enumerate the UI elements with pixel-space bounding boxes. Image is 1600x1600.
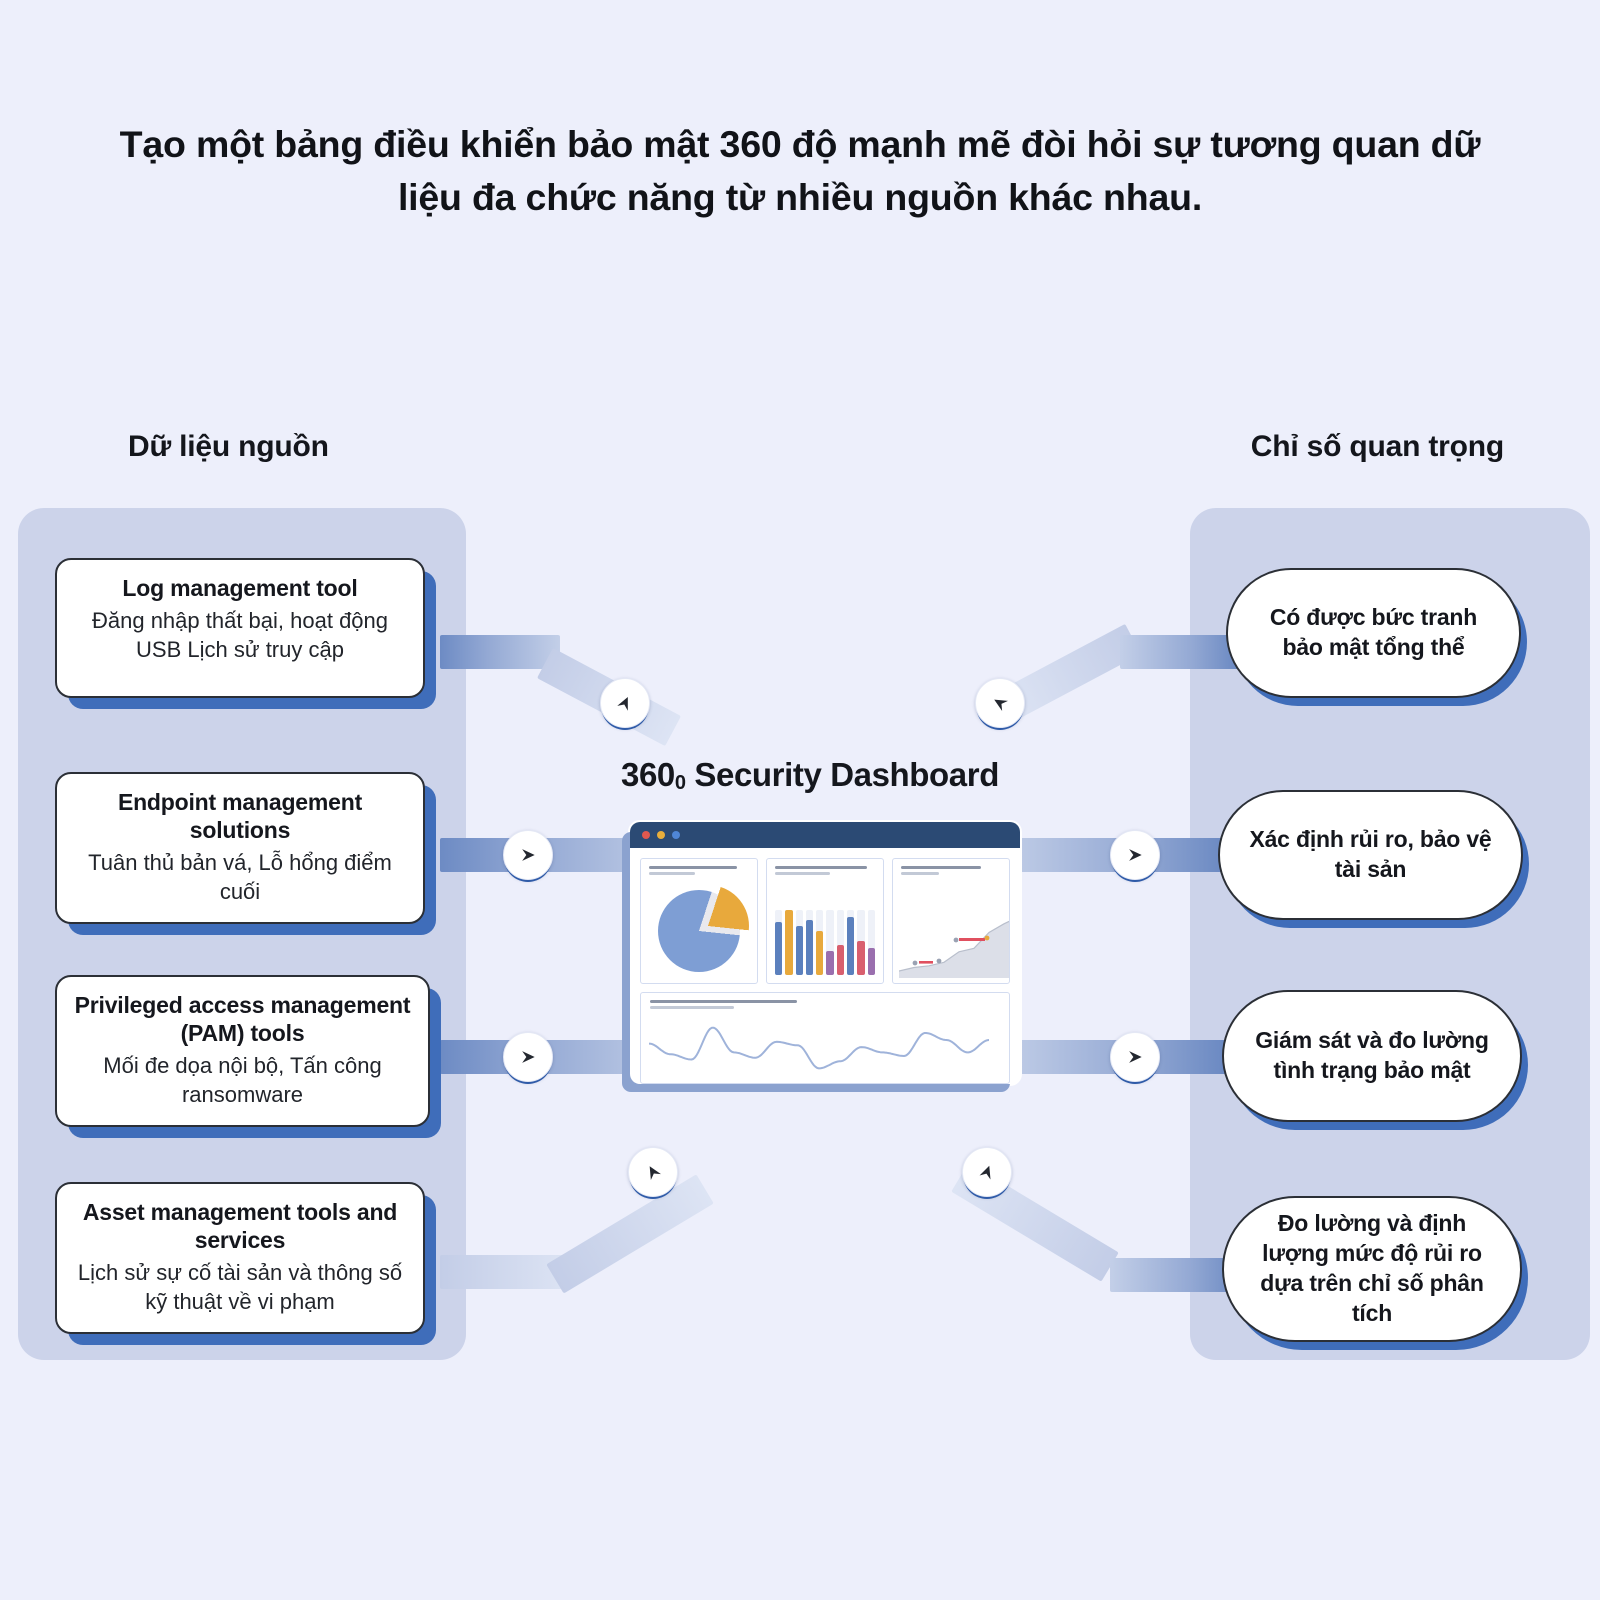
arrow-up-icon (977, 1162, 997, 1182)
page-title: Tạo một bảng điều khiển bảo mật 360 độ m… (119, 123, 1481, 219)
arrow-up-left-icon (990, 693, 1010, 713)
pie-chart (658, 884, 749, 972)
metric-card-overall-picture[interactable]: Có được bức tranh bảo mật tổng thể (1226, 568, 1521, 698)
bar-column (847, 901, 855, 975)
bar-column (805, 901, 814, 975)
source-card-title: Endpoint management solutions (117, 789, 363, 844)
line-chart (649, 1026, 989, 1070)
window-close-dot-icon[interactable] (642, 831, 650, 839)
left-column-header: Dữ liệu nguồn (128, 430, 329, 463)
dashboard-title-rest: Security Dashboard (685, 756, 999, 793)
source-card-asset-management[interactable]: Asset management tools and services Lịch… (55, 1182, 425, 1334)
bar-column (857, 901, 865, 975)
arrow-right-icon (1125, 845, 1145, 865)
metric-card-monitor-measure[interactable]: Giám sát và đo lường tình trạng bảo mật (1222, 990, 1522, 1122)
pie-chart-panel[interactable] (640, 858, 758, 984)
metric-card-title: Có được bức tranh bảo mật tổng thể (1269, 604, 1478, 660)
arrow-up-right-icon (643, 1162, 663, 1182)
source-card-subtitle: Tuân thủ bản vá, Lỗ hổng điểm cuối (88, 850, 392, 904)
line-chart-panel[interactable] (640, 992, 1010, 1084)
dashboard-mockup[interactable] (630, 822, 1020, 1084)
metric-card-quantify-risk[interactable]: Đo lường và định lượng mức độ rủi ro dựa… (1222, 1196, 1522, 1342)
connector-node-metric-3[interactable] (1110, 1032, 1160, 1082)
metric-card-title: Đo lường và định lượng mức độ rủi ro dựa… (1260, 1210, 1484, 1326)
bar-chart-panel[interactable] (766, 858, 884, 984)
source-card-title: Privileged access management (PAM) tools (74, 992, 411, 1047)
right-column-header: Chỉ số quan trọng (1250, 430, 1504, 463)
bar-chart (775, 901, 875, 975)
dashboard-title-degree: 0 (674, 772, 686, 794)
connector-band-source-4 (440, 1255, 570, 1289)
window-maximize-dot-icon[interactable] (672, 831, 680, 839)
arrow-right-icon (518, 845, 538, 865)
dashboard-title: 3600 Security Dashboard (560, 756, 1060, 794)
bar-column (867, 901, 875, 975)
source-card-subtitle: Mối đe dọa nội bộ, Tấn công ransomware (103, 1053, 382, 1107)
bar-column (836, 901, 845, 975)
bar-column (795, 901, 803, 975)
connector-band-source-4-diagonal (546, 1174, 714, 1294)
dashboard-body (630, 848, 1020, 1084)
dashboard-top-row (640, 858, 1010, 984)
arrow-right-icon (518, 1047, 538, 1067)
connector-node-source-3[interactable] (503, 1032, 553, 1082)
connector-node-metric-1[interactable] (975, 678, 1025, 728)
dashboard-titlebar (630, 822, 1020, 848)
metric-card-title: Giám sát và đo lường tình trạng bảo mật (1255, 1027, 1489, 1083)
source-card-title: Log management tool (122, 575, 358, 601)
connector-node-source-1[interactable] (600, 678, 650, 728)
source-card-endpoint-management[interactable]: Endpoint management solutions Tuân thủ b… (55, 772, 425, 924)
source-card-pam-tools[interactable]: Privileged access management (PAM) tools… (55, 975, 430, 1127)
arrow-right-icon (1125, 1047, 1145, 1067)
connector-band-source-1 (440, 635, 560, 669)
bar-column (775, 901, 783, 975)
arrow-up-icon (615, 693, 635, 713)
connector-node-source-2[interactable] (503, 830, 553, 880)
bar-column (826, 901, 834, 975)
source-card-log-management[interactable]: Log management tool Đăng nhập thất bại, … (55, 558, 425, 698)
bar-column (785, 901, 793, 975)
dashboard-title-number: 360 (621, 756, 675, 793)
metric-card-title: Xác định rủi ro, bảo vệ tài sản (1249, 826, 1492, 882)
connector-node-source-4[interactable] (628, 1147, 678, 1197)
area-chart-panel[interactable] (892, 858, 1010, 984)
source-card-title: Asset management tools and services (82, 1199, 398, 1254)
bar-column (816, 901, 824, 975)
metric-card-identify-risk[interactable]: Xác định rủi ro, bảo vệ tài sản (1218, 790, 1523, 920)
window-minimize-dot-icon[interactable] (657, 831, 665, 839)
connector-node-metric-4[interactable] (962, 1147, 1012, 1197)
source-card-subtitle: Đăng nhập thất bại, hoạt động USB Lịch s… (91, 608, 389, 662)
area-chart (899, 920, 1009, 978)
connector-node-metric-2[interactable] (1110, 830, 1160, 880)
source-card-subtitle: Lịch sử sự cố tài sản và thông số kỹ thu… (77, 1260, 403, 1314)
